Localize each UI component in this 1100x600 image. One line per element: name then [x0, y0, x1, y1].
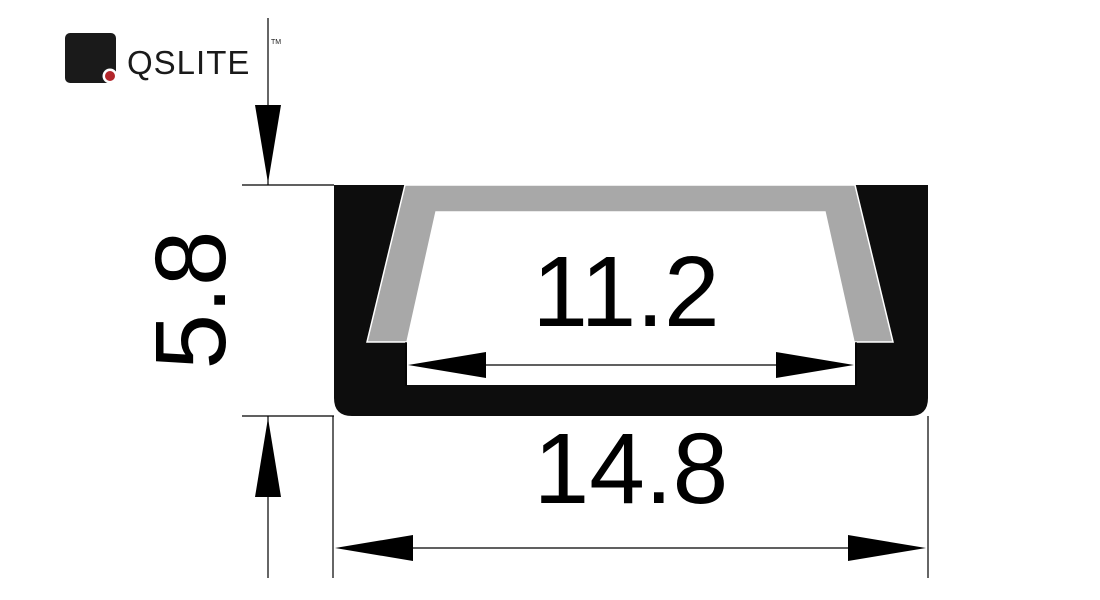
arrow-right-icon	[776, 352, 854, 378]
arrow-down-icon	[255, 105, 281, 183]
outer-width-dimension	[335, 535, 926, 561]
inner-width-dimension	[408, 352, 854, 378]
arrow-up-icon	[255, 418, 281, 497]
height-label: 5.8	[135, 230, 247, 369]
brand-name: QSLITE	[127, 44, 250, 81]
arrow-left-icon	[408, 352, 486, 378]
height-arrows	[255, 105, 281, 497]
profile-body	[334, 185, 928, 416]
inner-width-label: 11.2	[532, 236, 719, 348]
diffuser-cover	[366, 184, 894, 343]
brand-logo: QSLITE TM	[65, 33, 281, 84]
outer-width-label: 14.8	[534, 413, 729, 525]
arrow-right-icon	[848, 535, 926, 561]
logo-accent-dot-icon	[105, 71, 115, 81]
trademark-mark: TM	[271, 39, 281, 46]
logo-mark-icon	[65, 33, 116, 83]
arrow-left-icon	[335, 535, 413, 561]
